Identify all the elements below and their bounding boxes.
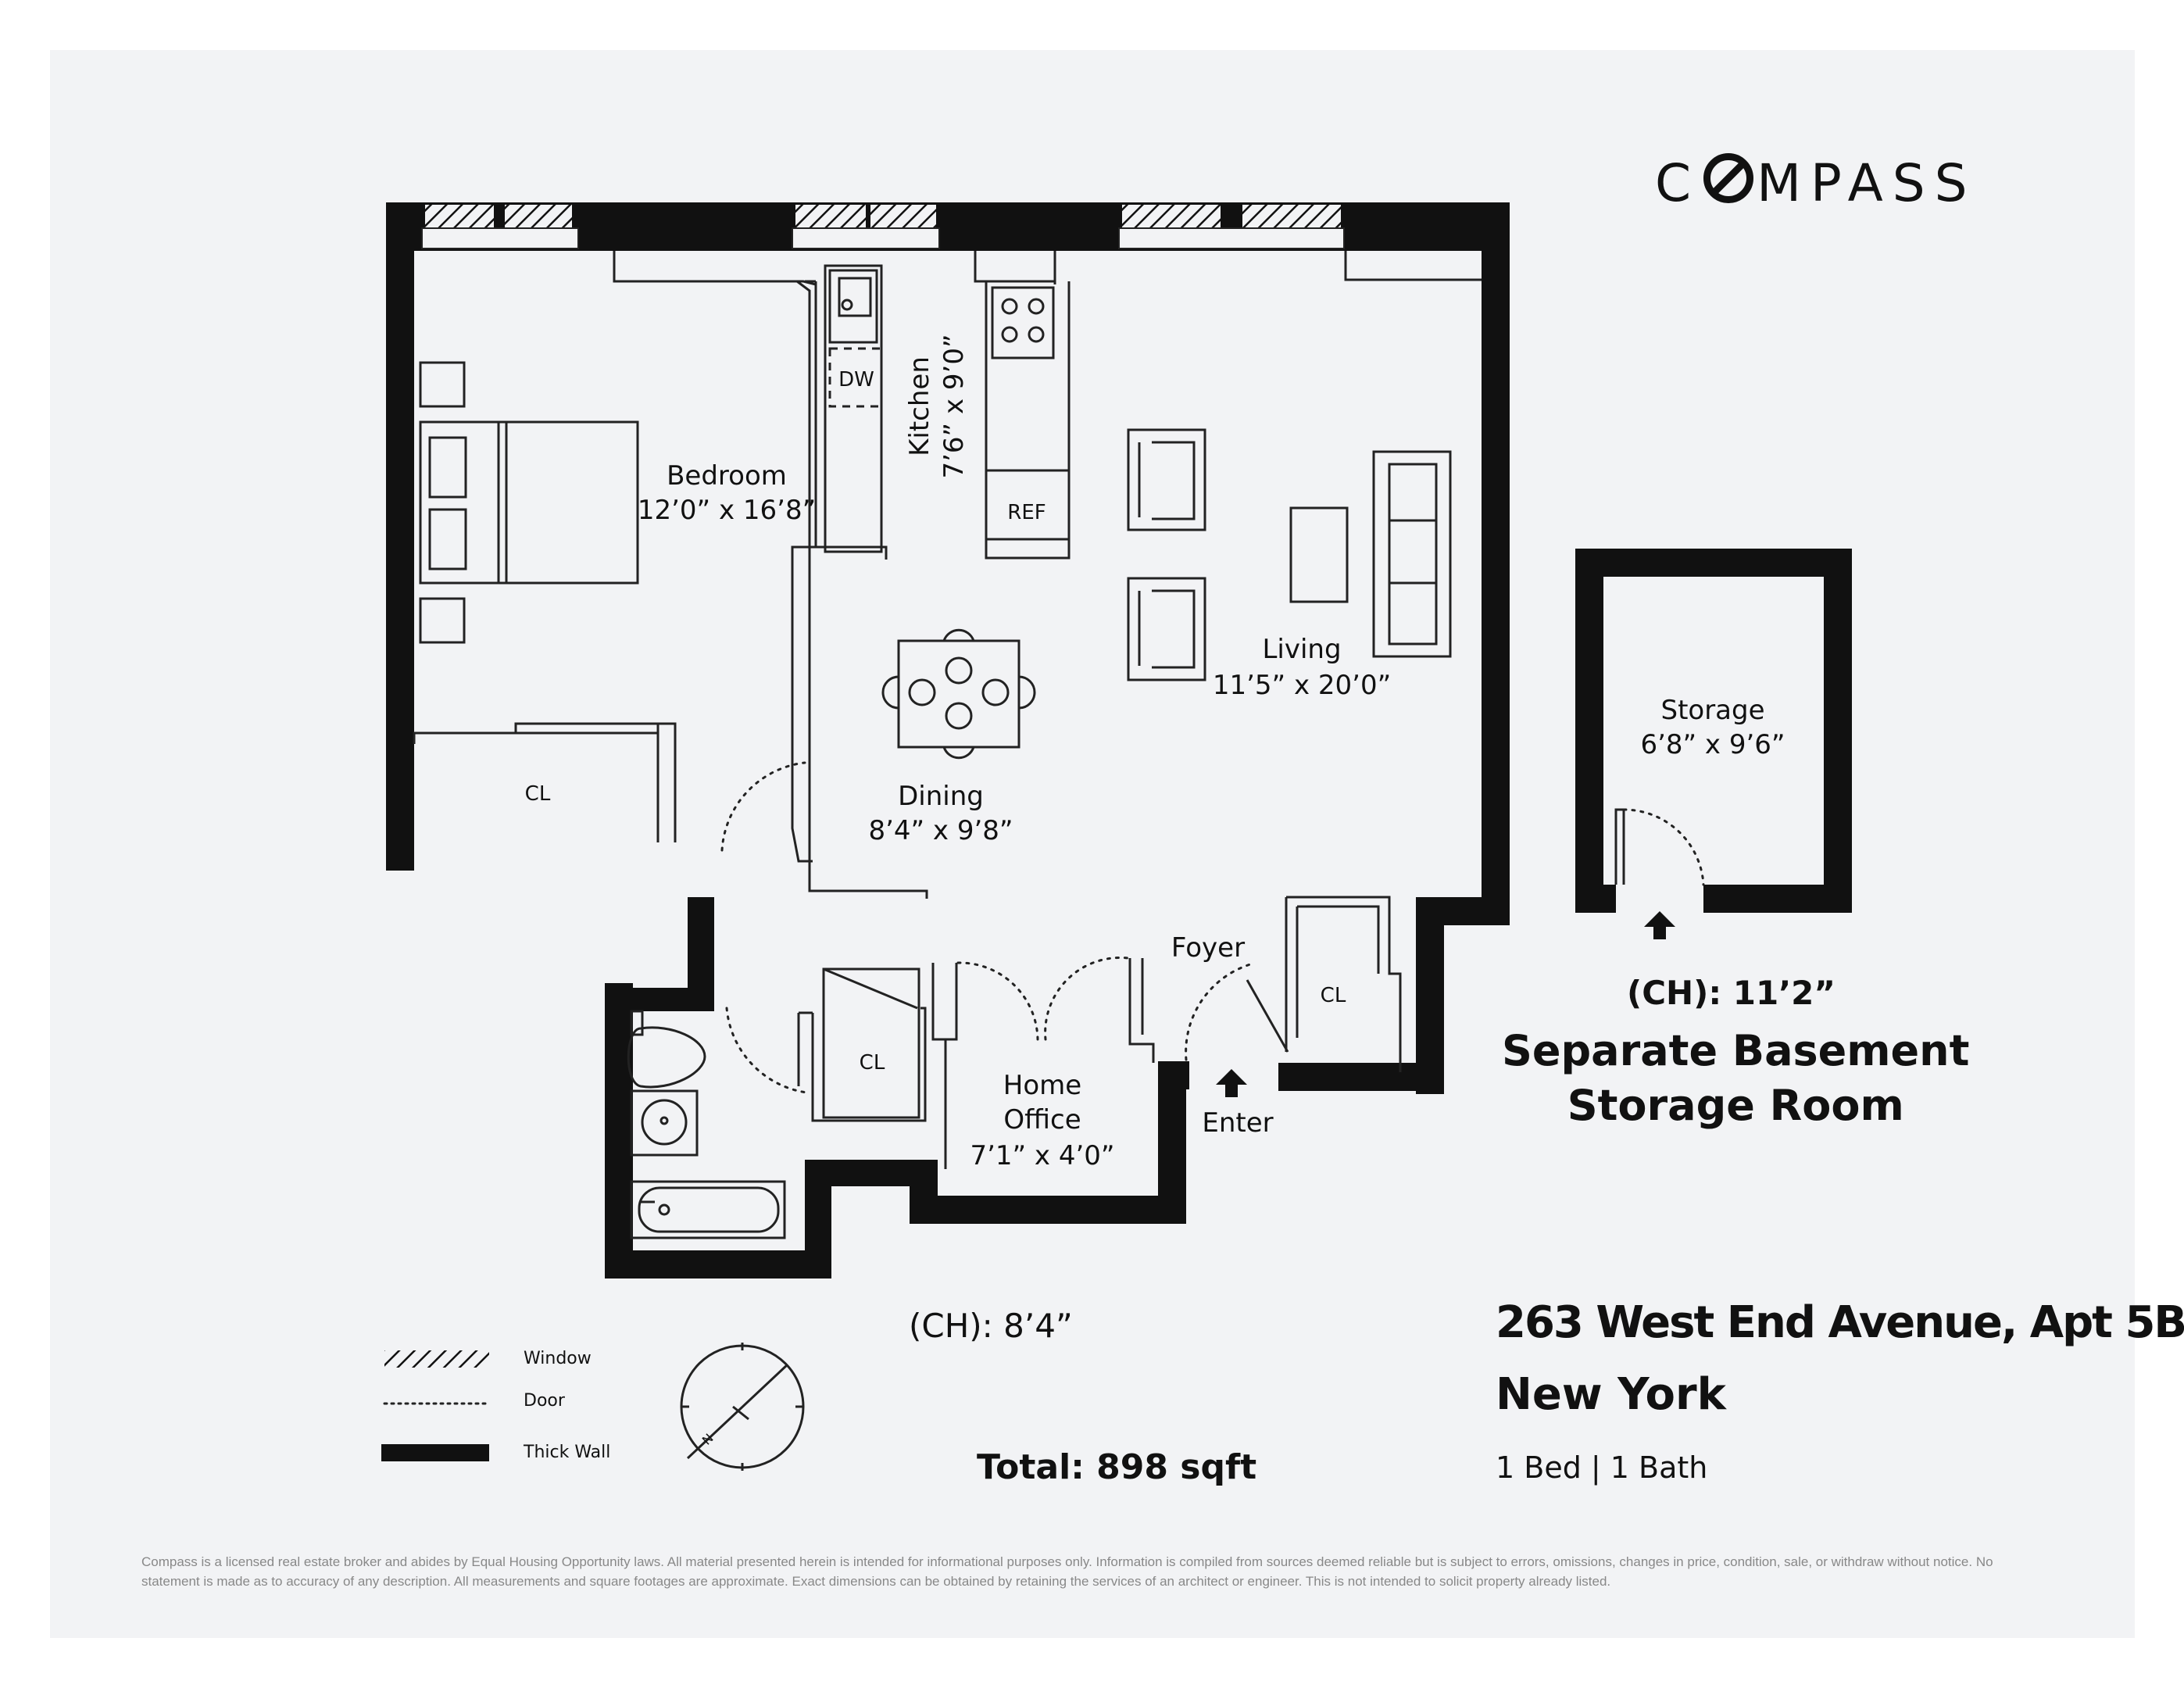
legal-disclaimer: Compass is a licensed real estate broker…	[141, 1554, 1993, 1589]
bedroom-name: Bedroom	[667, 460, 787, 492]
listing-bed-bath: 1 Bed | 1 Bath	[1496, 1450, 1708, 1485]
legend-symbols	[381, 1350, 489, 1461]
legend-wall-label: Thick Wall	[524, 1443, 611, 1462]
storage-entry-arrow-icon	[1644, 911, 1675, 939]
enter-label: Enter	[1202, 1107, 1273, 1139]
closet-label-hall: CL	[860, 1051, 885, 1075]
storage-ceiling-height: (CH): 11’2”	[1627, 974, 1836, 1012]
separate-storage-title: Separate Basement Storage Room	[1502, 1024, 1969, 1133]
north-compass-icon	[680, 1343, 805, 1471]
interior-walls	[413, 251, 1482, 1169]
home-office-name-2: Office	[1003, 1104, 1081, 1135]
separate-storage-line1: Separate Basement	[1502, 1026, 1970, 1075]
living-name: Living	[1262, 634, 1341, 665]
compass-logo: C MPASS	[1655, 153, 1977, 213]
home-office-dims: 7’1” x 4’0”	[970, 1140, 1114, 1171]
foyer-label: Foyer	[1171, 932, 1245, 964]
total-area: Total: 898 sqft	[977, 1447, 1257, 1487]
logo-suffix: MPASS	[1757, 153, 1977, 213]
separate-storage-line2: Storage Room	[1567, 1081, 1904, 1130]
listing-city: New York	[1496, 1369, 1726, 1420]
main-ceiling-height: (CH): 8’4”	[909, 1307, 1073, 1345]
storage-door	[1614, 808, 1705, 886]
kitchen-name: Kitchen	[904, 356, 935, 456]
bedroom-furniture	[419, 361, 639, 644]
dining-set	[881, 628, 1036, 760]
living-furniture	[1127, 428, 1452, 681]
room-labels: Bedroom 12’0” x 16’8” Kitchen 7’6” x 9’0…	[525, 334, 1785, 1447]
legend-window-swatch	[384, 1350, 489, 1368]
storage-name: Storage	[1660, 695, 1764, 726]
windows	[421, 205, 1345, 249]
kitchen-fixtures	[824, 264, 1071, 560]
enter-arrow-icon	[1216, 1069, 1247, 1097]
door-swings	[720, 761, 1252, 1094]
refrigerator-label: REF	[1007, 501, 1046, 524]
dining-name: Dining	[898, 781, 984, 812]
legend-window-label: Window	[524, 1349, 592, 1368]
listing-address: 263 West End Avenue, Apt 5B	[1496, 1297, 2184, 1348]
bedroom-dims: 12’0” x 16’8”	[638, 495, 816, 526]
entry-arrows	[1216, 911, 1675, 1097]
logo-prefix: C	[1655, 153, 1701, 213]
kitchen-dims: 7’6” x 9’0”	[938, 334, 970, 478]
legend-door-label: Door	[524, 1391, 565, 1411]
dishwasher-label: DW	[838, 368, 874, 392]
storage-walls	[1575, 549, 1852, 913]
legend-wall-swatch	[381, 1444, 489, 1461]
closet-label-bedroom: CL	[525, 782, 551, 806]
closet-label-foyer: CL	[1321, 984, 1346, 1007]
living-dims: 11’5” x 20’0”	[1213, 670, 1391, 701]
storage-dims: 6’8” x 9’6”	[1640, 729, 1785, 760]
bathroom-fixtures	[627, 1010, 786, 1239]
logo-o-icon	[1703, 153, 1754, 203]
home-office-name-1: Home	[1003, 1070, 1081, 1101]
dining-dims: 8’4” x 9’8”	[868, 815, 1013, 846]
closets	[822, 967, 920, 1119]
